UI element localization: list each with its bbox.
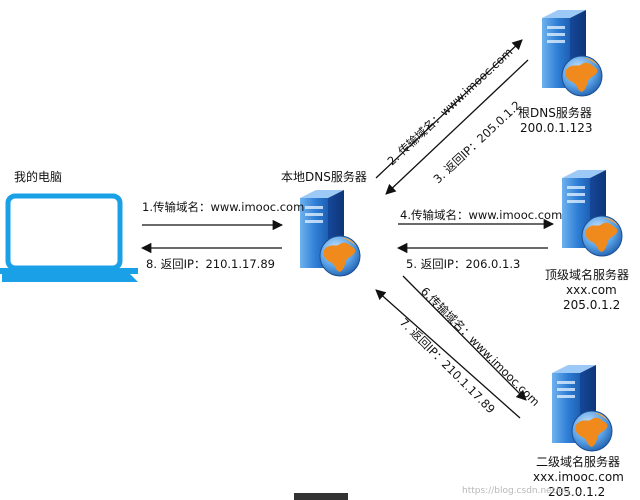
arrow-step-2 — [375, 39, 523, 179]
step-4-label: 4.传输域名：www.imooc.com — [400, 208, 562, 222]
laptop-icon — [0, 193, 138, 282]
step-1-label: 1.传输域名：www.imooc.com — [142, 200, 304, 214]
arrow-step-6 — [402, 275, 527, 401]
root-dns-ip: 200.0.1.123 — [520, 121, 593, 135]
local-dns-server-icon — [299, 189, 361, 277]
second-level-label: 二级域名服务器 — [536, 454, 620, 469]
second-level-server-icon — [551, 364, 613, 452]
second-level-ip: 205.0.1.2 — [548, 485, 605, 499]
watermark: https://blog.csdn.net/qq_... — [462, 486, 583, 496]
pc-label: 我的电脑 — [14, 169, 62, 184]
arrow-step-7 — [375, 289, 521, 419]
tld-label: 顶级域名服务器 — [545, 267, 629, 282]
arrow-step-3 — [385, 59, 529, 195]
root-dns-label: 根DNS服务器 — [518, 105, 592, 120]
tld-domain: xxx.com — [566, 283, 617, 297]
root-dns-server-icon — [541, 9, 603, 97]
tld-ip: 205.0.1.2 — [563, 298, 620, 312]
step-5-label: 5. 返回IP：206.0.1.3 — [406, 257, 520, 271]
tld-server-icon — [561, 169, 623, 257]
step-7-label: 7. 返回IP：210.1.17.89 — [397, 315, 498, 416]
bottom-bar — [294, 493, 348, 500]
second-level-domain: xxx.imooc.com — [533, 470, 624, 484]
local-dns-label: 本地DNS服务器 — [281, 169, 367, 184]
step-8-label: 8. 返回IP：210.1.17.89 — [146, 257, 275, 271]
step-2-label: 2. 传输域名：www.imooc.com — [384, 45, 515, 168]
